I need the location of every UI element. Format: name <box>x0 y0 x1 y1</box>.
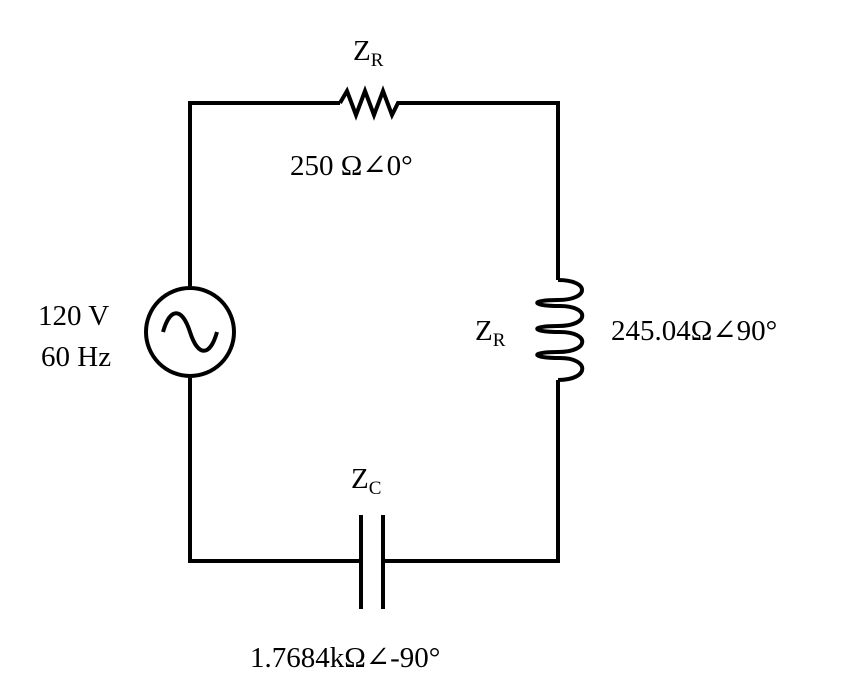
resistor-value: 250 Ω∠0° <box>290 150 413 182</box>
inductor-name: ZR <box>475 315 506 351</box>
ac-sine-icon <box>161 311 219 353</box>
wire-bottom-left <box>188 378 361 563</box>
inductor-value: 245.04Ω∠90° <box>611 315 777 347</box>
ac-source <box>144 286 236 378</box>
inductor-coil-icon <box>535 278 585 382</box>
wire-right-bottom <box>383 380 560 563</box>
capacitor-name-main: Z <box>351 463 369 495</box>
source-frequency: 60 Hz <box>41 341 111 373</box>
resistor-name-sub: R <box>371 50 384 71</box>
wire-top-right <box>404 101 560 280</box>
inductor-name-main: Z <box>475 315 493 347</box>
resistor-name-main: Z <box>353 35 371 67</box>
capacitor-name: ZC <box>351 463 381 499</box>
resistor-name: ZR <box>353 35 384 71</box>
capacitor-name-sub: C <box>369 478 382 499</box>
wire-top-left <box>188 101 340 286</box>
source-voltage: 120 V <box>38 300 109 332</box>
resistor-zigzag-icon <box>338 85 404 121</box>
inductor-name-sub: R <box>493 330 506 351</box>
capacitor-value: 1.7684kΩ∠-90° <box>250 642 440 674</box>
